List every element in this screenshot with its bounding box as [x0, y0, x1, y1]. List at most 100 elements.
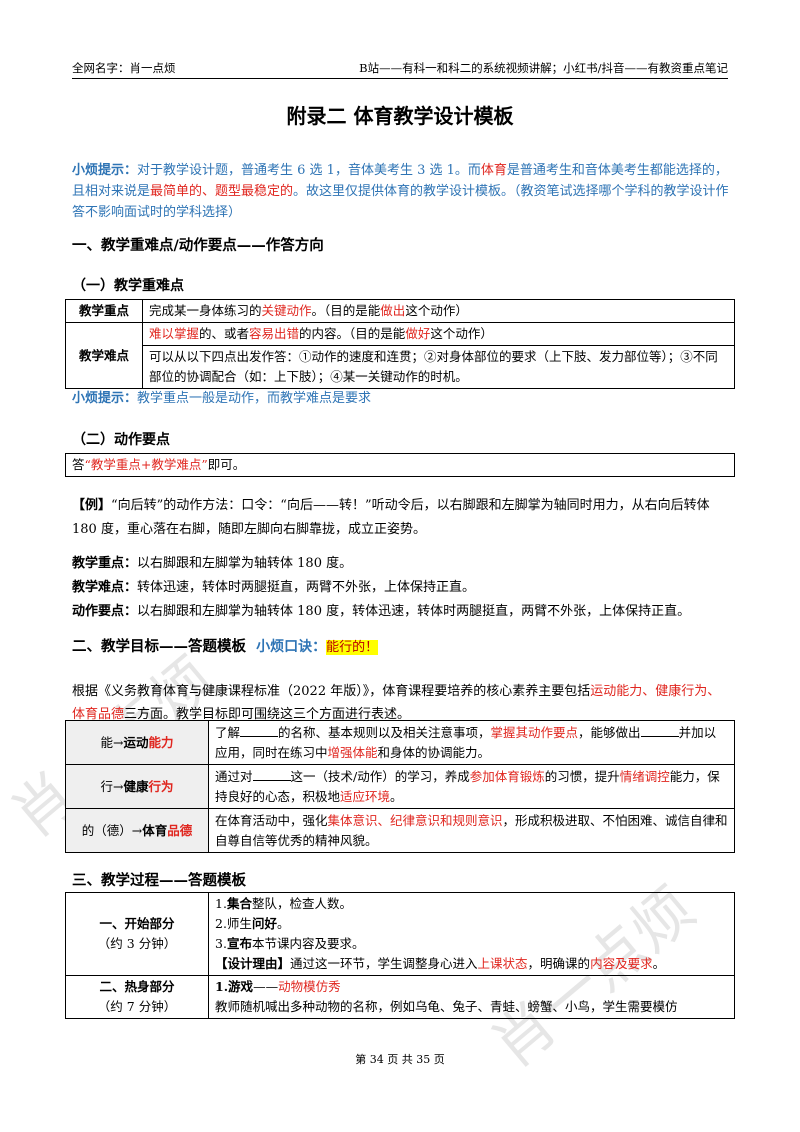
- tip-paragraph: 小烦提示：对于教学设计题，普通考生 6 选 1，音体美考生 3 选 1。而体育是…: [72, 160, 732, 223]
- goal-text: 了解: [215, 724, 241, 740]
- goal-text: 和身体的协调能力。: [377, 744, 491, 760]
- goal-text-behavior: 通过对这一（技术/动作）的学习，养成参加体育锻炼的习惯，提升情绪调控能力，保持良…: [208, 764, 735, 809]
- cell-highlight: 难以掌握: [149, 326, 200, 341]
- goal-highlight: 情绪调控: [619, 768, 670, 784]
- example-text: “向后转”的动作方法：口令：“向后——转！”听动令后，以右脚跟和左脚掌为轴同时用…: [72, 498, 710, 537]
- cell-text: 完成某一身体练习的: [149, 303, 262, 318]
- reason-text: 。: [652, 956, 666, 971]
- goal-text-ability: 了解 的名称、基本规则以及相关注意事项，掌握其动作要点，能够做出并加以应用，同时在…: [208, 720, 735, 765]
- goal-text: 。: [390, 788, 403, 804]
- intro-text: 根据《义务教育体育与健康课程标准（2022 年版）》，体育课程要培养的核心素养主…: [72, 684, 591, 699]
- goal-highlight: 参加体育锻炼: [469, 768, 545, 784]
- cell-text: 。（目的是能: [311, 303, 381, 318]
- goal-prefix: 的（德）→: [81, 822, 143, 838]
- start-phase-cell: 一、开始部分 （约 3 分钟）: [65, 892, 209, 976]
- answers-list: 教学重点：以右脚跟和左脚掌为轴转体 180 度。 教学难点：转体迅速，转体时两腿…: [72, 552, 732, 624]
- step-item: 2.师生问好。: [215, 914, 728, 934]
- blank-line: [240, 724, 279, 737]
- tip-text: 是普通考生和音体美考生都能选择的，且相对来说是: [72, 163, 728, 199]
- goal-highlight: 适应环境: [340, 788, 391, 804]
- chant-label: 小烦口诀：: [256, 639, 327, 655]
- blank-line: [640, 724, 679, 737]
- goal-keyword: 运动: [123, 734, 149, 750]
- page-header: 全网名字：肖一点烦 B站——有科一和科二的系统视频讲解；小红书/抖音——有教资重…: [72, 60, 728, 79]
- start-phase-label: 一、开始部分: [99, 916, 175, 931]
- section-1-heading: 一、教学重难点/动作要点——作答方向: [72, 238, 324, 254]
- answer-text: 转体迅速，转体时两腿挺直，两臂不外张，上体保持正直。: [137, 580, 476, 595]
- answer-label: 教学难点：: [72, 580, 138, 595]
- start-phase-content: 1.集合整队，检查人数。 2.师生问好。 3.宣布本节课内容及要求。 【设计理由…: [208, 892, 735, 976]
- step-item: 3.宣布本节课内容及要求。: [215, 934, 728, 954]
- tip-highlight: 最简单的、题型最稳定的: [150, 184, 294, 199]
- difficulty-label: 教学难点: [65, 322, 143, 389]
- goal-highlight: 集体意识、纪律意识和规则意识: [327, 812, 503, 828]
- tip-highlight: 体育: [480, 163, 507, 178]
- intro-highlight: 运动能力、健康行为、体育品德: [72, 684, 721, 722]
- goals-table: 能→运动能力 了解 的名称、基本规则以及相关注意事项，掌握其动作要点，能够做出并加…: [65, 720, 735, 853]
- goal-text: ，形成积极进取、不怕困难、诚信自律和自尊自信等优秀的精神风貌。: [215, 812, 728, 848]
- warmup-phase-cell: 二、热身部分 （约 7 分钟）: [65, 975, 209, 1019]
- step-num: 3.: [215, 936, 227, 951]
- cell-highlight: 容易出错: [249, 326, 300, 341]
- goal-text: 的名称、基本规则以及相关注意事项，: [278, 724, 491, 740]
- warmup-phase-label: 二、热身部分: [99, 979, 175, 994]
- reason-highlight: 上课状态: [477, 956, 528, 971]
- step-num: 1.: [215, 896, 227, 911]
- goal-keyword-highlight: 能力: [148, 734, 174, 750]
- design-reason: 【设计理由】通过这一环节，学生调整身心进入上课状态，明确课的内容及要求。: [215, 954, 728, 974]
- reason-label: 【设计理由】: [215, 956, 291, 971]
- goal-text: 的习惯，提升: [544, 768, 620, 784]
- game-title: 1.游戏——动物模仿秀: [215, 977, 728, 997]
- goal-text: 并加以应用，同时在练习中: [215, 724, 717, 760]
- action-points-cell: 答“教学重点+教学难点”即可。: [65, 453, 735, 477]
- goal-text: 通过对: [215, 768, 253, 784]
- section-3-heading: 三、教学过程——答题模板: [72, 873, 246, 889]
- answer-item: 教学难点：转体迅速，转体时两腿挺直，两臂不外张，上体保持正直。: [72, 576, 732, 600]
- key-point-cell: 完成某一身体练习的关键动作。（目的是能做出这个动作）: [142, 299, 735, 323]
- page-title: 附录二 体育教学设计模板: [286, 104, 514, 128]
- step-num: 2.师生: [215, 916, 252, 931]
- goal-keyword: 健康: [123, 778, 149, 794]
- step-text: 。: [276, 916, 290, 931]
- answer-label: 动作要点：: [72, 604, 138, 619]
- key-difficulty-table: 教学重点 完成某一身体练习的关键动作。（目的是能做出这个动作） 教学难点 难以掌…: [65, 299, 735, 389]
- goal-keyword-highlight: 品德: [167, 822, 193, 838]
- cell-highlight: 做好: [405, 326, 431, 341]
- tip-2: 小烦提示：教学重点一般是动作，而教学难点是要求: [72, 388, 732, 409]
- warmup-phase-content: 1.游戏——动物模仿秀 教师随机喊出多种动物的名称，例如乌龟、兔子、青蛙、螃蟹、…: [208, 975, 735, 1019]
- cell-highlight: 关键动作: [261, 303, 312, 318]
- action-points-table: 答“教学重点+教学难点”即可。: [65, 453, 735, 477]
- example-label: 【例】: [72, 498, 112, 513]
- goal-prefix: 能→: [100, 734, 124, 750]
- step-text: 本节课内容及要求。: [251, 936, 365, 951]
- step-keyword: 宣布: [226, 936, 252, 951]
- cell-text: 这个动作）: [405, 303, 468, 318]
- difficulty-guidance-cell: 可以从以下四点出发作答：①动作的速度和连贯；②对身体部位的要求（上下肢、发力部位…: [142, 345, 735, 389]
- answer-text: 以右脚跟和左脚掌为轴转体 180 度。: [137, 556, 353, 571]
- header-left: 全网名字：肖一点烦: [72, 61, 176, 75]
- goal-highlight: 增强体能: [327, 744, 378, 760]
- subsection-1-heading: （一）教学重难点: [72, 278, 184, 294]
- goal-text: 在体育活动中，强化: [215, 812, 328, 828]
- cell-highlight: “教学重点+教学难点”: [84, 457, 208, 472]
- tip-text: 教学重点一般是动作，而教学难点是要求: [137, 391, 372, 406]
- answer-label: 教学重点：: [72, 556, 138, 571]
- goal-highlight: 掌握其动作要点: [490, 724, 579, 740]
- tip-text: 。故这里仅提供体育的教学设计模板。（教资笔试选择哪个学科的教学设计作答不影响面试…: [72, 184, 729, 220]
- cell-text: 的、或者: [199, 326, 250, 341]
- tip-label: 小烦提示：: [72, 163, 138, 178]
- cell-text: 这个动作）: [430, 326, 493, 341]
- answer-item: 动作要点：以右脚跟和左脚掌为轴转体 180 度，转体迅速，转体时两腿挺直，两臂不…: [72, 600, 732, 624]
- goal-label-ability: 能→运动能力: [65, 720, 209, 765]
- process-table: 一、开始部分 （约 3 分钟） 1.集合整队，检查人数。 2.师生问好。 3.宣…: [65, 892, 735, 1019]
- tip-text: 对于教学设计题，普通考生 6 选 1，音体美考生 3 选 1。而: [137, 163, 481, 178]
- start-phase-time: （约 3 分钟）: [97, 936, 177, 951]
- reason-text: ，明确课的: [527, 956, 591, 971]
- intro-text: 三方面。教学目标即可围绕这三个方面进行表述。: [124, 707, 411, 722]
- game-name: 动物模仿秀: [278, 979, 341, 994]
- game-dash: ——: [253, 979, 279, 994]
- cell-text: 的内容。（目的是能: [299, 326, 406, 341]
- header-right: B站——有科一和科二的系统视频讲解；小红书/抖音——有教资重点笔记: [359, 61, 728, 75]
- goal-text: 能力，保持良好的心态，积极地: [215, 768, 720, 804]
- goal-text: ，能够做出: [578, 724, 641, 740]
